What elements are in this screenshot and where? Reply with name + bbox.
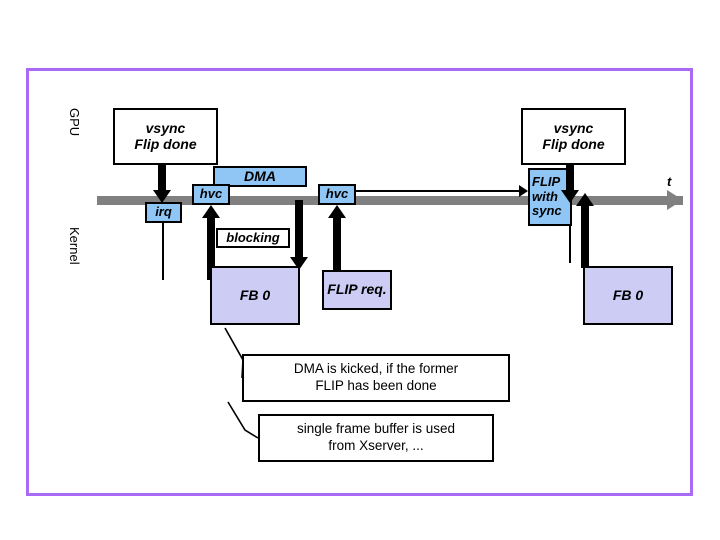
note-box-framebuffer: single frame buffer is used from Xserver… xyxy=(258,414,494,462)
arrow-vsync-to-irq-shaft xyxy=(158,165,166,195)
note-dma-line2: FLIP has been done xyxy=(315,378,437,393)
note-fb-line1: single frame buffer is used xyxy=(296,421,456,437)
flip-with-sync-line1: FLIP xyxy=(532,174,561,190)
arrow-fb0-to-hvc1-head-icon xyxy=(202,205,220,218)
dma-box: DMA xyxy=(213,166,307,187)
hvc2-to-flip-connector-head-icon xyxy=(519,185,528,197)
hvc2-to-flip-connector xyxy=(356,190,522,192)
lane-label-kernel: Kernel xyxy=(67,227,82,265)
irq-box: irq xyxy=(145,202,182,223)
fb0-box-left: FB 0 xyxy=(210,266,300,325)
arrow-fb0-right-head-icon xyxy=(576,193,594,206)
arrow-fb0-to-hvc1-shaft xyxy=(207,217,215,280)
vsync-flip-done-box-right: vsync Flip done xyxy=(521,108,626,165)
arrow-vsync-to-irq-head-icon xyxy=(153,190,171,203)
hvc-box-1: hvc xyxy=(192,184,230,205)
vsync-left-line2: Flip done xyxy=(134,135,197,152)
fb0-box-right: FB 0 xyxy=(583,266,673,325)
vsync-right-line2: Flip done xyxy=(542,135,605,152)
note-dma-line1: DMA is kicked, if the former xyxy=(293,361,459,377)
arrow-dma-to-fb0-shaft xyxy=(295,200,303,262)
arrow-vsync-right-shaft xyxy=(566,165,574,195)
timeline-arrowhead-icon xyxy=(667,190,683,210)
timeline-axis xyxy=(97,196,683,205)
irq-lifeline xyxy=(162,223,164,280)
flip-req-box: FLIP req. xyxy=(322,270,392,310)
blocking-box: blocking xyxy=(216,228,290,248)
note-box-dma: DMA is kicked, if the former FLIP has be… xyxy=(242,354,510,402)
vsync-flip-done-box-left: vsync Flip done xyxy=(113,108,218,165)
hvc-box-2: hvc xyxy=(318,184,356,205)
flip-with-sync-line3: sync xyxy=(532,203,562,219)
flip-with-sync-line2: with xyxy=(532,188,558,204)
lane-label-gpu: GPU xyxy=(67,108,82,137)
slide-frame xyxy=(26,68,693,496)
arrow-vsync-right-head-icon xyxy=(561,190,579,203)
arrow-flipreq-to-hvc2-shaft xyxy=(333,217,341,272)
note-fb-line2: from Xserver, ... xyxy=(328,438,424,453)
arrow-fb0-right-shaft xyxy=(581,205,589,268)
arrow-flipreq-to-hvc2-head-icon xyxy=(328,205,346,218)
vsync-right-line1: vsync xyxy=(553,119,594,136)
time-axis-label: t xyxy=(667,174,672,189)
vsync-right-lifeline xyxy=(569,203,571,263)
vsync-left-line1: vsync xyxy=(145,119,186,136)
